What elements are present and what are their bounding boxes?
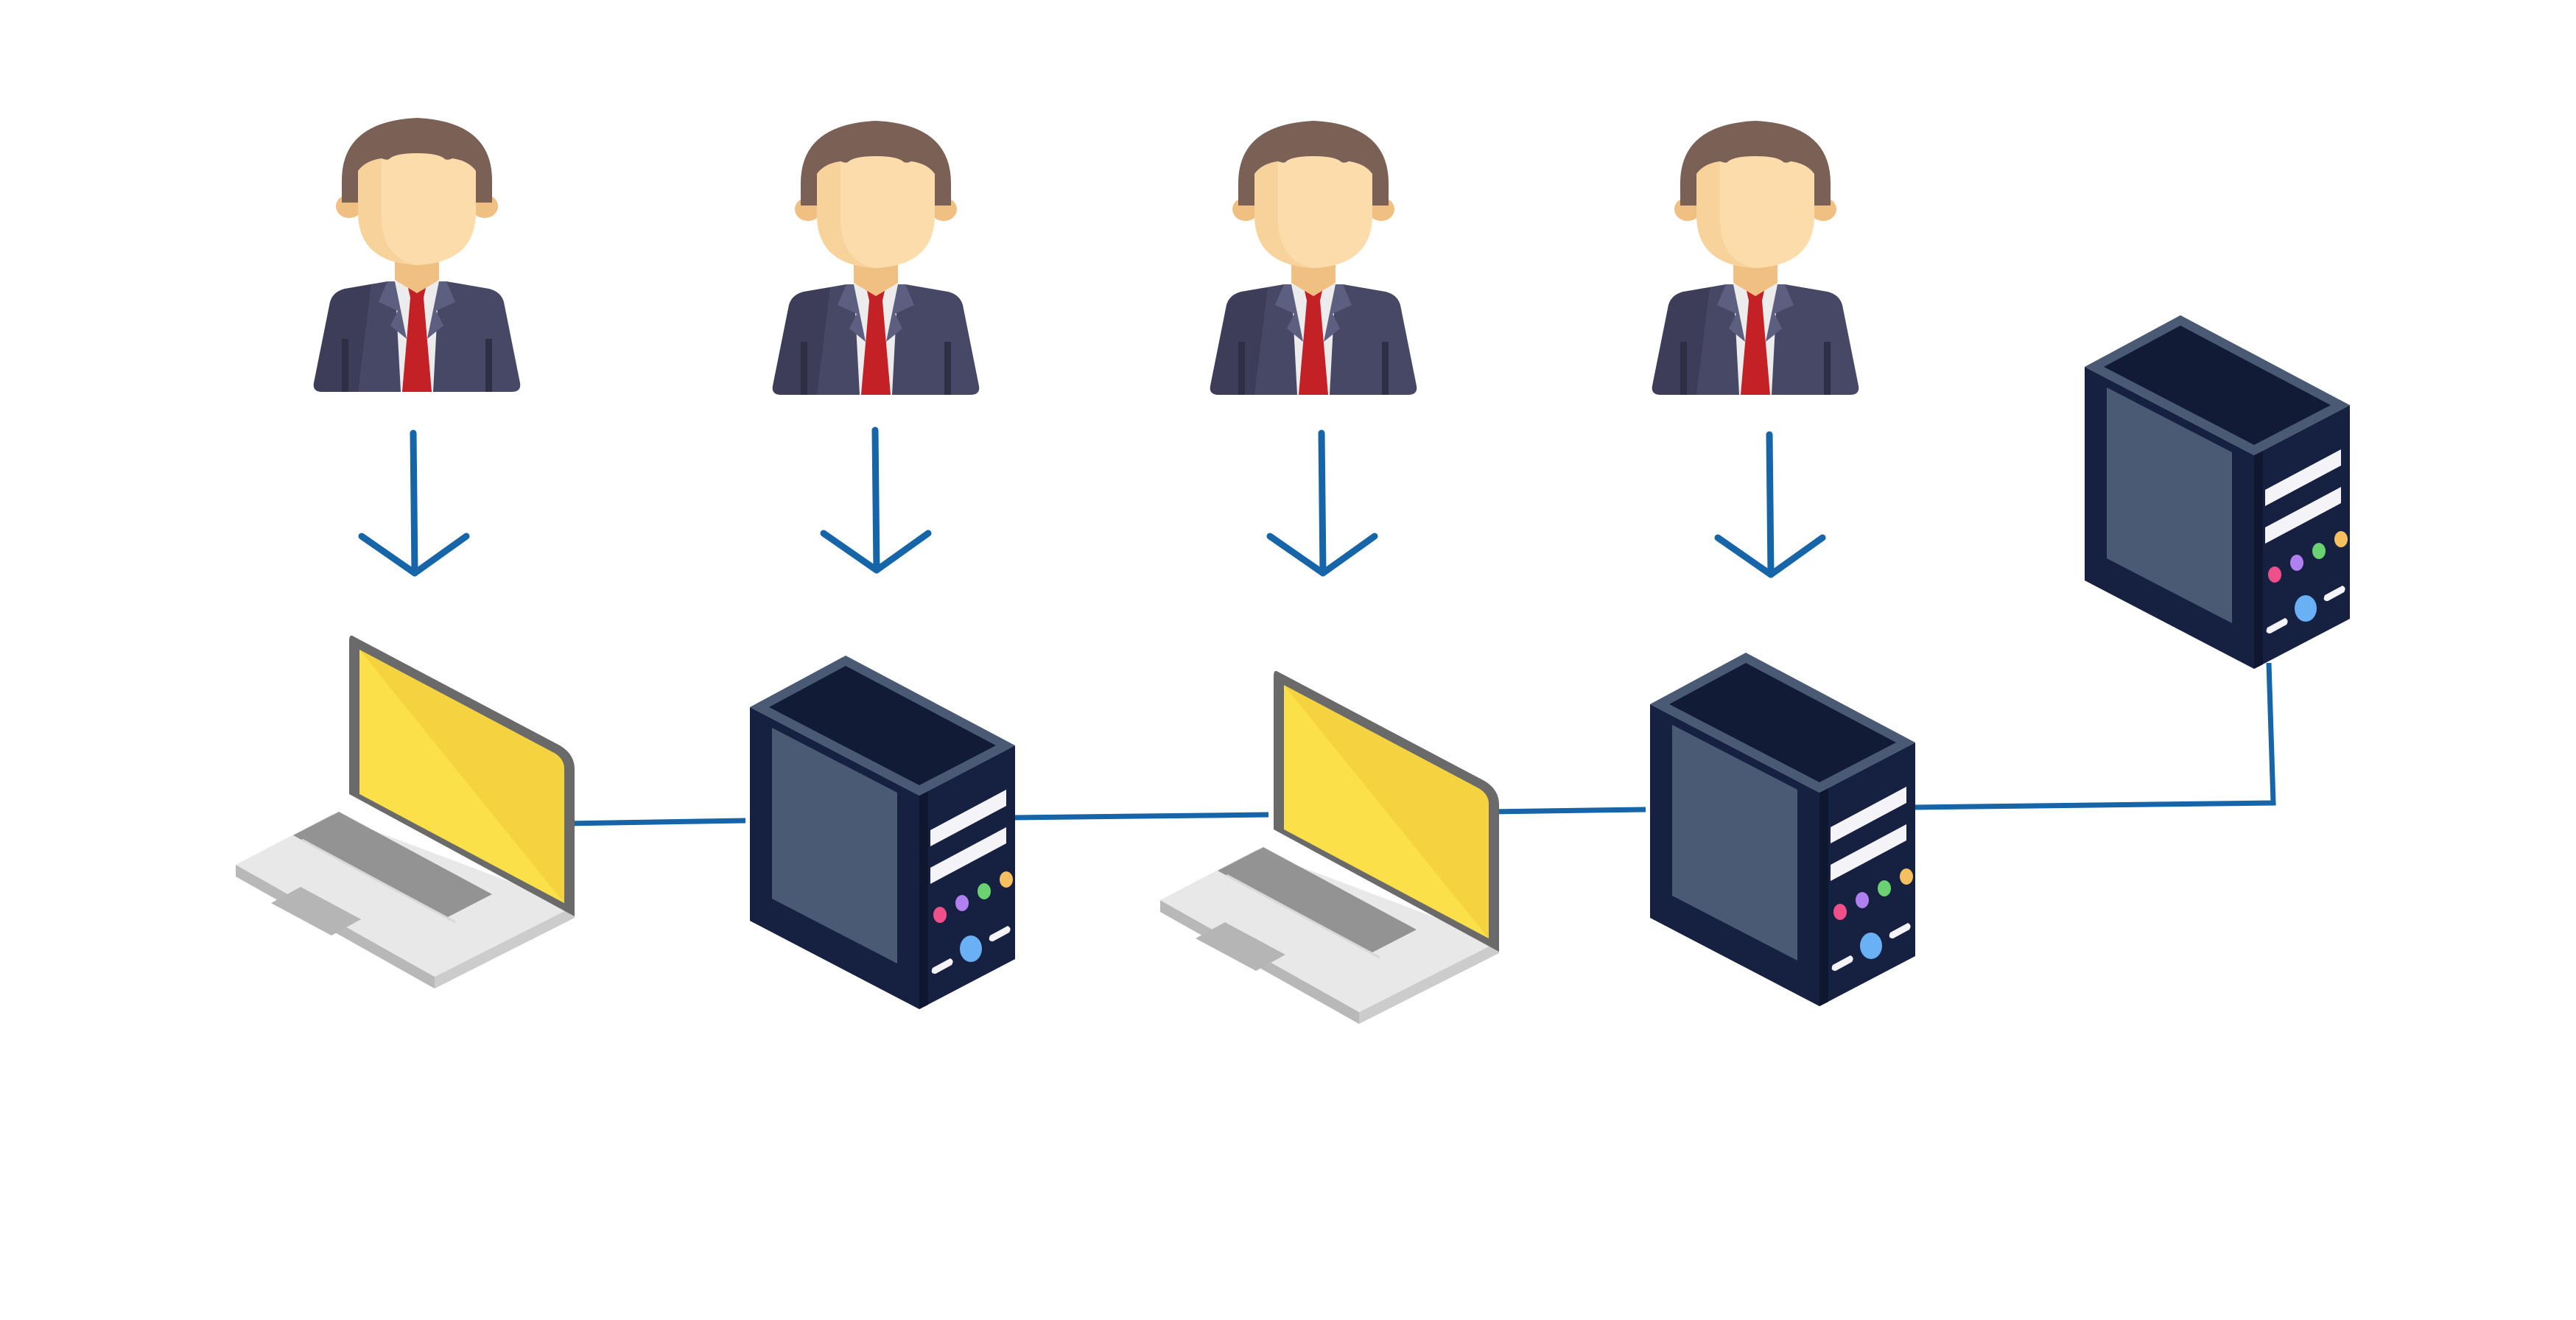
arrow-down-icon	[1718, 435, 1822, 575]
users-row	[313, 118, 1859, 395]
devices-row	[234, 315, 2350, 1025]
arrows-row	[362, 430, 1822, 575]
server-icon	[1650, 653, 1915, 1006]
laptop-icon	[234, 634, 576, 990]
server-icon	[2085, 315, 2350, 669]
connection-laptop2-server2	[1489, 807, 1646, 815]
arrow-down-icon	[824, 430, 928, 570]
laptop-icon	[1159, 670, 1501, 1025]
arrow-down-icon	[362, 433, 466, 573]
connection-server1-laptop2	[1014, 812, 1269, 821]
connection-laptop1-server1	[565, 818, 746, 826]
businessman-icon	[772, 121, 980, 395]
connection-lines	[565, 662, 2276, 826]
arrow-down-icon	[1270, 433, 1375, 573]
businessman-icon	[1652, 121, 1859, 395]
businessman-icon	[313, 118, 521, 392]
businessman-icon	[1210, 121, 1417, 395]
server-icon	[750, 656, 1015, 1009]
connection-server2-server3	[1915, 662, 2276, 810]
